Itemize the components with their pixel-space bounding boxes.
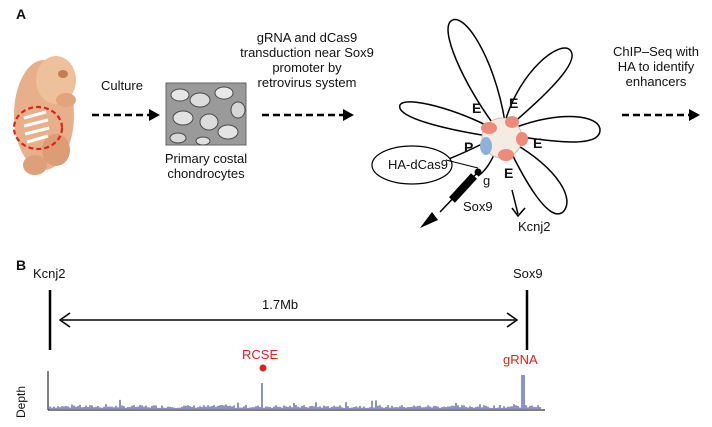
dcas9-oval [371,145,453,185]
enhancer-blobs [481,116,528,161]
dashed-arrow-1 [92,109,160,121]
transduction-line: promoter by [272,60,342,75]
chip-line: HA to identify [617,59,695,74]
transduction-line: retrovirus system [257,75,357,90]
panel-a-label: A [16,6,27,22]
grna-label: gRNA [503,352,538,367]
kcnj2-label: Kcnj2 [518,219,551,234]
dashed-arrow-2 [262,109,354,121]
rcse-label: RCSE [242,347,279,362]
transduction-line: gRNA and dCas9 [256,30,358,45]
enhancer-label: E [504,165,514,181]
enhancer-label: E [533,135,543,151]
panel-b-label: B [16,257,27,273]
culture-label: Culture [101,78,143,93]
depth-axis-label: Depth [14,385,28,418]
promoter-blob [480,137,492,155]
enhancer-label: E [472,100,482,116]
chondrocyte-micrograph [165,82,247,146]
sox9-gene-label: Sox9 [513,266,543,281]
distance-arrow [58,312,519,328]
kcnj2-gene-label: Kcnj2 [33,266,66,281]
chromatin-loops [394,18,601,215]
promoter-label: P [464,139,474,155]
dcas9-label: HA-dCas9 [388,157,448,172]
dashed-arrow-3 [622,109,700,121]
cells-caption-line: chondrocytes [167,166,245,181]
rcse-dot [259,364,267,372]
kcnj2-arrow [511,189,526,218]
sox9-gene-bar [420,168,482,228]
embryo-image [12,56,76,175]
enhancer-label: E [509,95,519,111]
chip-line: enhancers [625,74,687,89]
distance-label: 1.7Mb [262,297,299,312]
sox9-label: Sox9 [463,199,493,214]
cells-caption-line: Primary costal [164,151,248,166]
chip-text: ChIP–Seq with HA to identify enhancers [600,44,712,89]
depth-track [47,371,545,411]
chip-line: ChIP–Seq with [613,44,699,59]
transduction-text: gRNA and dCas9 transduction near Sox9 pr… [232,30,382,90]
cells-caption: Primary costal chondrocytes [150,151,262,181]
transduction-line: transduction near Sox9 [240,45,374,60]
grna-small-label: g [483,173,491,188]
